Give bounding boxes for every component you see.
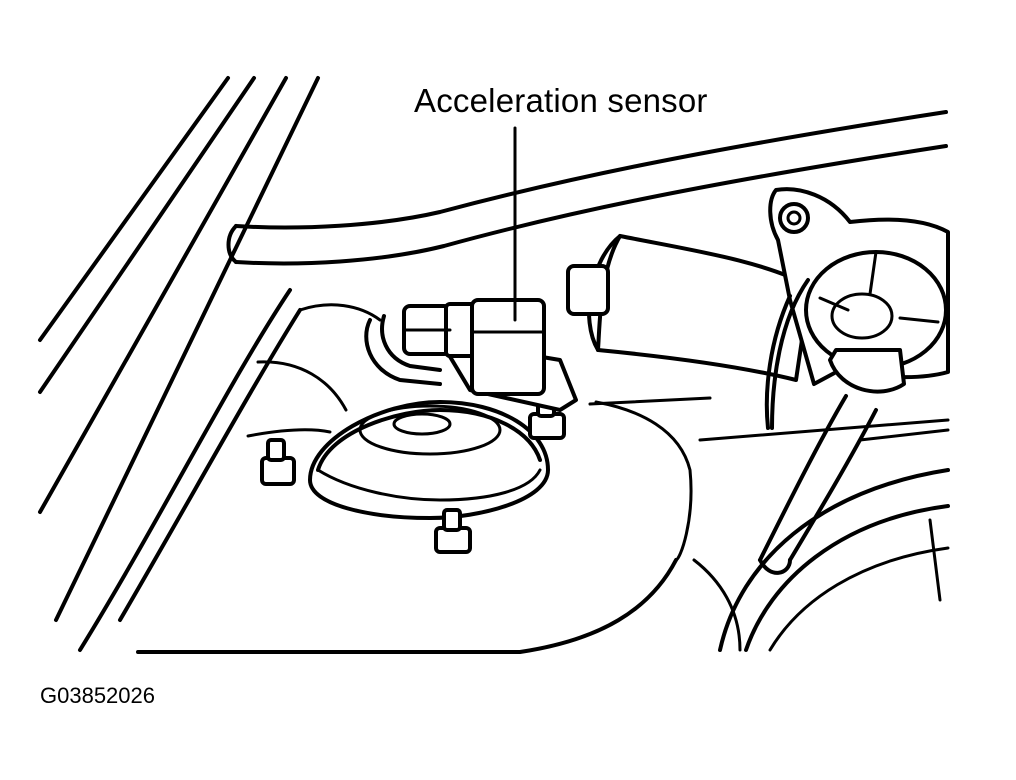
- wheel-arch: [692, 418, 950, 652]
- figure-id: G03852026: [40, 683, 155, 708]
- mount-nut-left: [260, 438, 296, 486]
- upper-hose: [226, 110, 948, 266]
- acceleration-sensor-label: Acceleration sensor: [414, 82, 708, 119]
- mount-nut-bottom: [434, 508, 472, 554]
- strut-mount: [308, 400, 550, 520]
- acceleration-sensor: [364, 298, 578, 412]
- windshield-pillar-lines: [38, 76, 320, 622]
- strut-tower-outline: [78, 288, 712, 654]
- wiper-pivot-housing: [804, 250, 948, 394]
